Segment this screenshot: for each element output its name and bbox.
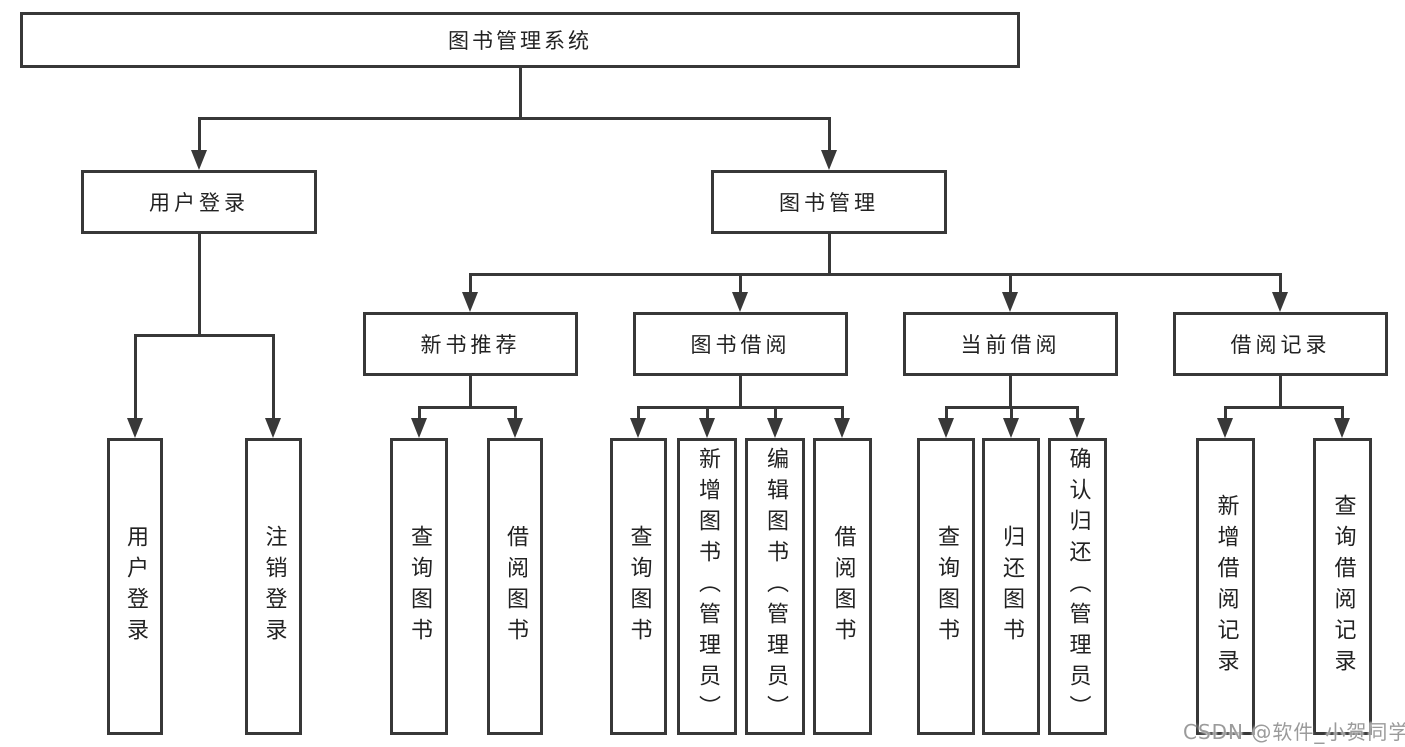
leaf-borrow-book-label: 借阅图书	[830, 524, 856, 649]
arrowhead-icon	[1069, 418, 1085, 438]
leaf-user-login: 用户登录	[107, 438, 163, 735]
connector-line	[1279, 375, 1282, 409]
leaf-add-borrow-record: 新增借阅记录	[1196, 438, 1255, 735]
connector-line	[198, 117, 831, 120]
connector-line	[945, 406, 948, 420]
leaf-borrow-book-recommend-label: 借阅图书	[503, 524, 528, 649]
node-book-borrow: 图书借阅	[633, 312, 848, 376]
arrowhead-icon	[507, 418, 523, 438]
connector-line	[706, 406, 709, 420]
arrowhead-icon	[767, 418, 783, 438]
connector-line	[828, 232, 831, 276]
leaf-borrow-book: 借阅图书	[813, 438, 872, 735]
arrowhead-icon	[1002, 292, 1018, 312]
node-borrow-records: 借阅记录	[1173, 312, 1388, 376]
connector-line	[1224, 406, 1227, 420]
leaf-return-book-label: 归还图书	[999, 524, 1024, 649]
node-book-management: 图书管理	[711, 170, 947, 234]
leaf-return-book: 归还图书	[982, 438, 1040, 735]
arrowhead-icon	[732, 292, 748, 312]
connector-line	[198, 232, 201, 337]
connector-line	[739, 375, 742, 409]
connector-line	[1279, 273, 1282, 294]
node-current-borrow: 当前借阅	[903, 312, 1118, 376]
connector-line	[774, 406, 777, 420]
arrowhead-icon	[699, 418, 715, 438]
arrowhead-icon	[821, 150, 837, 170]
leaf-borrow-book-recommend: 借阅图书	[487, 438, 543, 735]
leaf-confirm-return-admin: 确认归还（管理员）	[1048, 438, 1107, 735]
connector-line	[418, 406, 517, 409]
node-user-login: 用户登录	[81, 170, 317, 234]
arrowhead-icon	[834, 418, 850, 438]
connector-line	[469, 273, 1282, 276]
node-library-system: 图书管理系统	[20, 12, 1020, 68]
leaf-user-login-label: 用户登录	[123, 524, 148, 649]
connector-line	[1076, 406, 1079, 420]
arrowhead-icon	[1334, 418, 1350, 438]
connector-line	[418, 406, 421, 420]
arrowhead-icon	[127, 418, 143, 438]
arrowhead-icon	[265, 418, 281, 438]
csdn-watermark: CSDN @软件_小贺同学	[1183, 720, 1405, 744]
leaf-query-borrow-record-label: 查询借阅记录	[1330, 493, 1356, 680]
connector-line	[637, 406, 640, 420]
connector-line	[1010, 406, 1013, 420]
connector-line	[1224, 406, 1343, 409]
connector-line	[134, 334, 275, 337]
connector-line	[198, 117, 201, 152]
connector-line	[134, 334, 137, 420]
node-new-book-recommend: 新书推荐	[363, 312, 578, 376]
leaf-logout-label: 注销登录	[261, 524, 287, 649]
leaf-query-book-borrow-label: 查询图书	[626, 524, 652, 649]
arrowhead-icon	[938, 418, 954, 438]
connector-line	[469, 273, 472, 294]
connector-line	[841, 406, 844, 420]
leaf-add-book-admin-label: 新增图书（管理员）	[695, 447, 720, 726]
connector-line	[1009, 375, 1012, 409]
arrowhead-icon	[630, 418, 646, 438]
connector-line	[272, 334, 275, 420]
leaf-query-book-recommend: 查询图书	[390, 438, 448, 735]
connector-line	[1009, 273, 1012, 294]
leaf-query-borrow-record: 查询借阅记录	[1313, 438, 1372, 735]
leaf-logout: 注销登录	[245, 438, 302, 735]
leaf-query-book-recommend-label: 查询图书	[407, 524, 432, 649]
arrowhead-icon	[1003, 418, 1019, 438]
connector-line	[739, 273, 742, 294]
leaf-edit-book-admin: 编辑图书（管理员）	[745, 438, 805, 735]
leaf-confirm-return-admin-label: 确认归还（管理员）	[1065, 447, 1091, 726]
connector-line	[514, 406, 517, 420]
leaf-query-book-current-label: 查询图书	[934, 524, 959, 649]
leaf-add-borrow-record-label: 新增借阅记录	[1213, 493, 1239, 680]
connector-line	[637, 406, 843, 409]
leaf-add-book-admin: 新增图书（管理员）	[677, 438, 737, 735]
arrowhead-icon	[191, 150, 207, 170]
arrowhead-icon	[1272, 292, 1288, 312]
leaf-query-book-borrow: 查询图书	[610, 438, 667, 735]
arrowhead-icon	[1217, 418, 1233, 438]
connector-line	[1341, 406, 1344, 420]
arrowhead-icon	[462, 292, 478, 312]
leaf-query-book-current: 查询图书	[917, 438, 975, 735]
arrowhead-icon	[411, 418, 427, 438]
connector-line	[469, 375, 472, 409]
leaf-edit-book-admin-label: 编辑图书（管理员）	[763, 447, 788, 726]
connector-line	[828, 117, 831, 152]
connector-line	[519, 66, 522, 120]
